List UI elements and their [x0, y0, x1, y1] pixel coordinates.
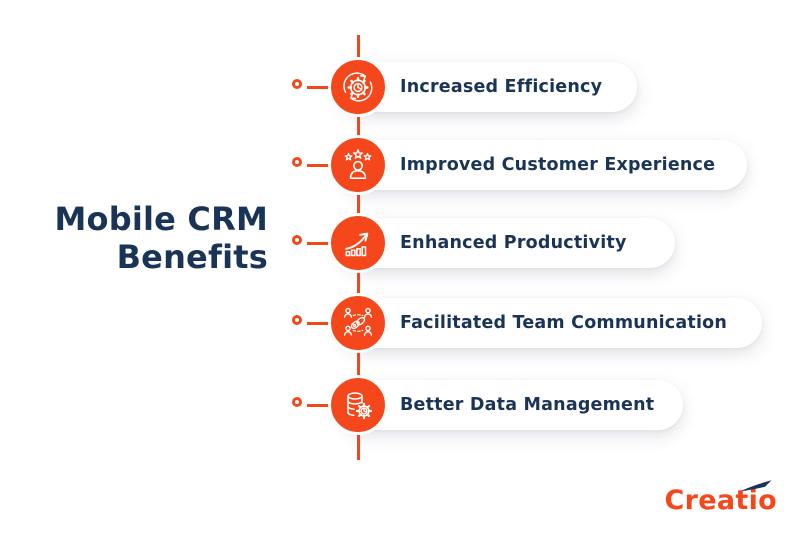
person-three-stars-icon	[344, 149, 372, 179]
benefit-row: Better Data Management	[0, 375, 805, 435]
benefit-card: Increased Efficiency	[340, 62, 637, 112]
connector-line	[307, 403, 331, 407]
growth-arrow-bars-icon	[345, 232, 369, 257]
timeline-node-ring	[291, 234, 302, 245]
benefit-label: Increased Efficiency	[400, 77, 603, 97]
benefit-label: Facilitated Team Communication	[400, 313, 728, 333]
benefit-card: Better Data Management	[340, 380, 683, 430]
benefit-row: Increased Efficiency	[0, 57, 805, 117]
creatio-logo-text: Creatio	[664, 485, 777, 516]
benefit-label: Improved Customer Experience	[400, 155, 716, 175]
creatio-logo-swoosh-icon	[740, 480, 772, 492]
page-title-line1: Mobile CRM	[54, 200, 268, 238]
connector-line	[307, 85, 331, 89]
benefit-icon-badge	[328, 293, 388, 353]
benefit-icon-badge	[328, 135, 388, 195]
timeline-node-ring	[291, 156, 302, 167]
benefit-icon-badge	[328, 375, 388, 435]
benefit-icon-badge	[328, 213, 388, 273]
timeline-node-ring	[291, 314, 302, 325]
benefit-card: Enhanced Productivity	[340, 218, 675, 268]
creatio-logo: Creatio	[664, 480, 777, 516]
benefit-icon-badge	[328, 57, 388, 117]
page-title: Mobile CRM Benefits	[20, 200, 268, 277]
page-title-line2: Benefits	[116, 237, 268, 276]
timeline-node-ring	[291, 396, 302, 407]
gear-clock-cycle-icon	[343, 72, 373, 102]
benefit-label: Enhanced Productivity	[400, 233, 627, 253]
benefit-label: Better Data Management	[400, 395, 655, 415]
benefit-row: Improved Customer Experience	[0, 135, 805, 195]
benefit-row: Facilitated Team Communication	[0, 293, 805, 353]
connector-line	[307, 321, 331, 325]
benefit-row: Enhanced Productivity	[0, 213, 805, 273]
timeline-node-ring	[291, 78, 302, 89]
database-gear-pie-icon	[347, 392, 373, 420]
connector-line	[307, 241, 331, 245]
connector-line	[307, 163, 331, 167]
benefit-card: Improved Customer Experience	[340, 140, 747, 190]
benefit-card: Facilitated Team Communication	[340, 298, 762, 348]
team-chat-network-icon	[343, 307, 373, 336]
